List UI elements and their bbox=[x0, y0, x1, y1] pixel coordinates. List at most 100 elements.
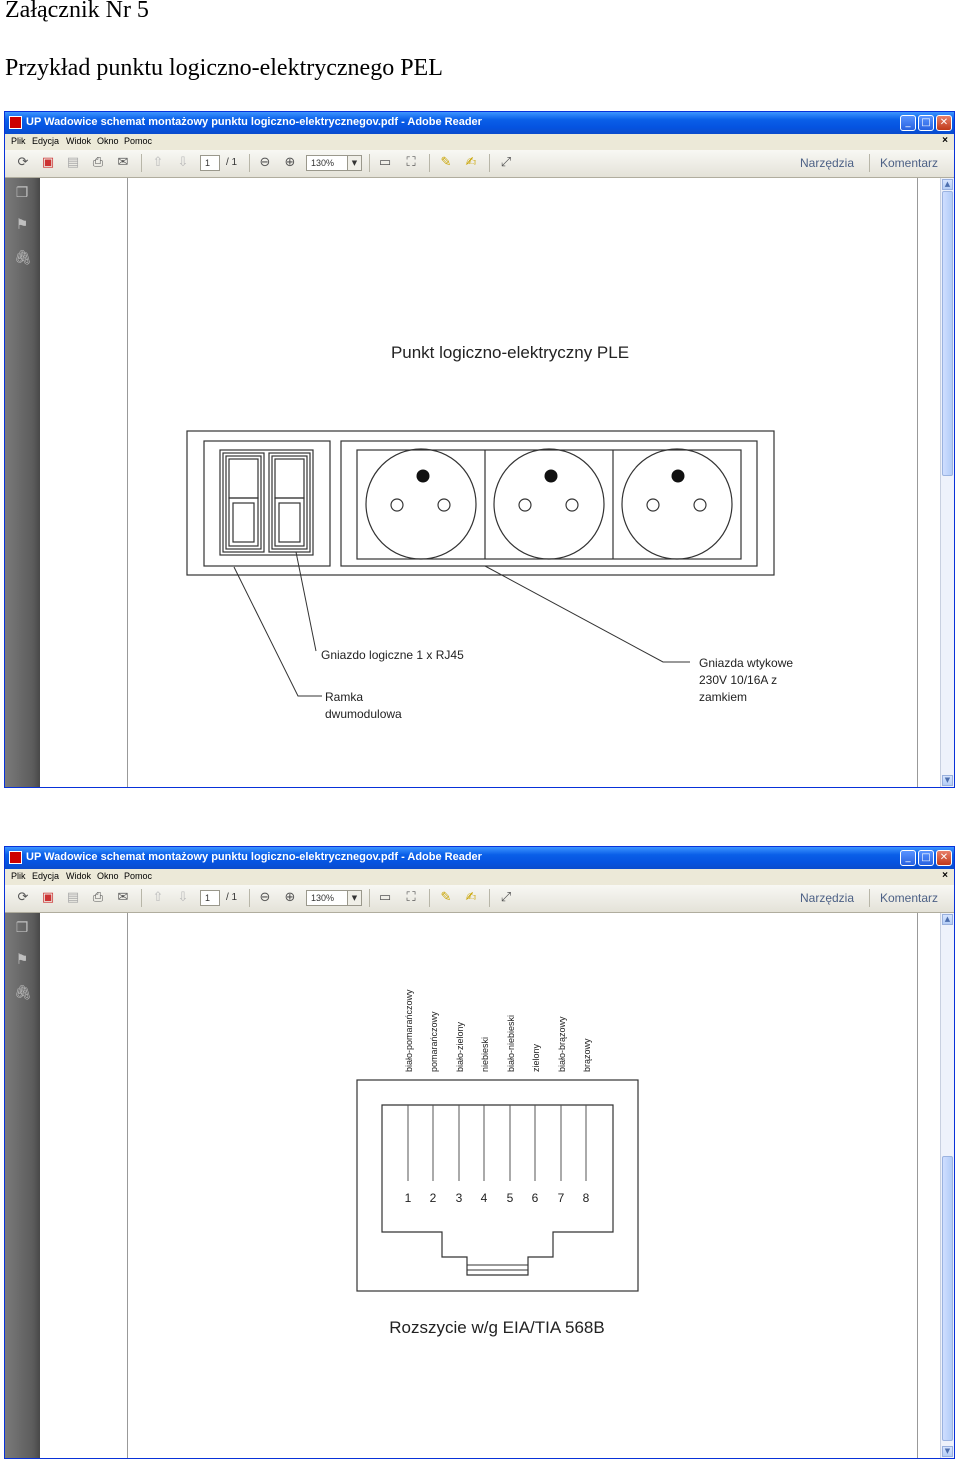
menu-widok[interactable]: Widok bbox=[66, 136, 92, 146]
convert-icon[interactable]: ▣ bbox=[41, 155, 55, 170]
attachment-title: Załącznik Nr 5 bbox=[5, 0, 149, 23]
zoom-input[interactable]: 130% bbox=[306, 890, 348, 906]
jack-latch bbox=[466, 1264, 529, 1271]
comment-icon[interactable]: ✎ bbox=[440, 155, 452, 170]
socket-earth-pin-2 bbox=[544, 469, 558, 483]
email-icon[interactable]: ✉ bbox=[117, 155, 129, 170]
minimize-button[interactable]: _ bbox=[900, 850, 916, 866]
next-page-icon[interactable]: ⇩ bbox=[177, 155, 189, 170]
wire-label-3: biało-zielony bbox=[455, 1021, 465, 1072]
label-frame-line1: Ramka bbox=[325, 690, 363, 704]
fit-width-icon[interactable]: ⛶ bbox=[406, 155, 416, 170]
menu-okno[interactable]: Okno bbox=[97, 136, 119, 146]
save-icon[interactable]: ▤ bbox=[66, 155, 80, 170]
fit-page-icon[interactable]: ▭ bbox=[378, 155, 392, 170]
document-close-icon[interactable]: × bbox=[942, 135, 948, 146]
scroll-thumb[interactable] bbox=[942, 191, 953, 476]
example-title: Przykład punktu logiczno-elektrycznego P… bbox=[5, 55, 443, 81]
menu-edycja[interactable]: Edycja bbox=[32, 871, 60, 881]
tools-button[interactable]: Narzędzia bbox=[800, 891, 855, 905]
tools-button[interactable]: Narzędzia bbox=[800, 156, 855, 170]
next-page-icon[interactable]: ⇩ bbox=[177, 890, 189, 905]
create-pdf-icon[interactable]: ⟳ bbox=[17, 155, 29, 170]
label-sockets-line1: Gniazda wtykowe bbox=[699, 656, 793, 670]
comment-icon[interactable]: ✎ bbox=[440, 890, 452, 905]
comment-button[interactable]: Komentarz bbox=[880, 156, 939, 170]
scroll-down-icon[interactable]: ▼ bbox=[942, 1446, 953, 1457]
menu-bar: Plik Edycja Widok Okno Pomoc × bbox=[5, 134, 954, 149]
zoom-out-icon[interactable]: ⊖ bbox=[259, 155, 271, 170]
pages-icon[interactable]: ❐ bbox=[15, 185, 29, 201]
maximize-button[interactable]: □ bbox=[918, 850, 934, 866]
rj45-module bbox=[203, 440, 331, 567]
document-close-icon[interactable]: × bbox=[942, 870, 948, 881]
email-icon[interactable]: ✉ bbox=[117, 890, 129, 905]
previous-page-icon[interactable]: ⇧ bbox=[152, 890, 164, 905]
expand-icon[interactable]: ⤢ bbox=[500, 155, 512, 170]
page-number-input[interactable]: 1 bbox=[200, 155, 220, 171]
print-icon[interactable]: ⎙ bbox=[92, 890, 104, 905]
scroll-thumb[interactable] bbox=[942, 1156, 953, 1441]
scroll-down-icon[interactable]: ▼ bbox=[942, 775, 953, 786]
scroll-up-icon[interactable]: ▲ bbox=[942, 914, 953, 925]
wire-label-2: pomarańczowy bbox=[429, 1011, 439, 1072]
jack-frame bbox=[356, 1079, 639, 1292]
fit-width-icon[interactable]: ⛶ bbox=[406, 890, 416, 905]
zoom-dropdown-icon[interactable]: ▼ bbox=[348, 155, 362, 171]
navigation-pane: ❐ ⚑ 🖇 bbox=[5, 178, 40, 787]
menu-plik[interactable]: Plik bbox=[11, 136, 26, 146]
pin-number-6: 6 bbox=[532, 1191, 539, 1205]
zoom-in-icon[interactable]: ⊕ bbox=[284, 890, 296, 905]
wire-color-labels: biało-pomarańczowy pomarańczowy biało-zi… bbox=[404, 989, 592, 1072]
socket-earth-pin-1 bbox=[416, 469, 430, 483]
wire-label-6: zielony bbox=[531, 1043, 541, 1072]
adobe-reader-icon bbox=[9, 116, 22, 129]
minimize-button[interactable]: _ bbox=[900, 115, 916, 131]
menu-pomoc[interactable]: Pomoc bbox=[124, 871, 153, 881]
vertical-scrollbar[interactable]: ▲ ▼ bbox=[940, 913, 954, 1458]
attachments-icon[interactable]: 🖇 bbox=[14, 985, 32, 1001]
menu-pomoc[interactable]: Pomoc bbox=[124, 136, 153, 146]
save-icon[interactable]: ▤ bbox=[66, 890, 80, 905]
pin-number-1: 1 bbox=[405, 1191, 412, 1205]
expand-icon[interactable]: ⤢ bbox=[500, 890, 512, 905]
menu-plik[interactable]: Plik bbox=[11, 871, 26, 881]
previous-page-icon[interactable]: ⇧ bbox=[152, 155, 164, 170]
fit-page-icon[interactable]: ▭ bbox=[378, 890, 392, 905]
zoom-out-icon[interactable]: ⊖ bbox=[259, 890, 271, 905]
highlight-icon[interactable]: ✍ bbox=[465, 155, 477, 170]
zoom-input[interactable]: 130% bbox=[306, 155, 348, 171]
bookmarks-icon[interactable]: ⚑ bbox=[15, 952, 29, 968]
label-rj45: Gniazdo logiczne 1 x RJ45 bbox=[321, 648, 464, 662]
convert-icon[interactable]: ▣ bbox=[41, 890, 55, 905]
attachments-icon[interactable]: 🖇 bbox=[14, 250, 32, 266]
menu-widok[interactable]: Widok bbox=[66, 871, 92, 881]
zoom-dropdown-icon[interactable]: ▼ bbox=[348, 890, 362, 906]
pages-icon[interactable]: ❐ bbox=[15, 920, 29, 936]
menu-okno[interactable]: Okno bbox=[97, 871, 119, 881]
menu-edycja[interactable]: Edycja bbox=[32, 136, 60, 146]
zoom-in-icon[interactable]: ⊕ bbox=[284, 155, 296, 170]
adobe-reader-icon bbox=[9, 851, 22, 864]
title-bar[interactable]: UP Wadowice schemat montażowy punktu log… bbox=[5, 112, 954, 134]
menu-bar: Plik Edycja Widok Okno Pomoc × bbox=[5, 869, 954, 884]
toolbar: ⟳ ▣ ▤ ⎙ ✉ ⇧ ⇩ 1 / 1 ⊖ ⊕ 130% ▼ ▭ ⛶ ✎ ✍ ⤢… bbox=[5, 885, 954, 913]
vertical-scrollbar[interactable]: ▲ ▼ bbox=[940, 178, 954, 787]
page-number-input[interactable]: 1 bbox=[200, 890, 220, 906]
label-sockets-line3: zamkiem bbox=[699, 690, 747, 704]
document-area: Punkt logiczno-elektryczny PLE bbox=[40, 178, 940, 787]
close-button[interactable]: ✕ bbox=[936, 850, 952, 866]
bookmarks-icon[interactable]: ⚑ bbox=[15, 217, 29, 233]
comment-button[interactable]: Komentarz bbox=[880, 891, 939, 905]
scroll-up-icon[interactable]: ▲ bbox=[942, 179, 953, 190]
create-pdf-icon[interactable]: ⟳ bbox=[17, 890, 29, 905]
label-frame-line2: dwumodulowa bbox=[325, 707, 402, 721]
pin-number-8: 8 bbox=[583, 1191, 590, 1205]
title-bar[interactable]: UP Wadowice schemat montażowy punktu log… bbox=[5, 847, 954, 869]
highlight-icon[interactable]: ✍ bbox=[465, 890, 477, 905]
maximize-button[interactable]: □ bbox=[918, 115, 934, 131]
navigation-pane: ❐ ⚑ 🖇 bbox=[5, 913, 40, 1458]
print-icon[interactable]: ⎙ bbox=[92, 155, 104, 170]
close-button[interactable]: ✕ bbox=[936, 115, 952, 131]
wire-label-8: brązowy bbox=[582, 1038, 592, 1072]
